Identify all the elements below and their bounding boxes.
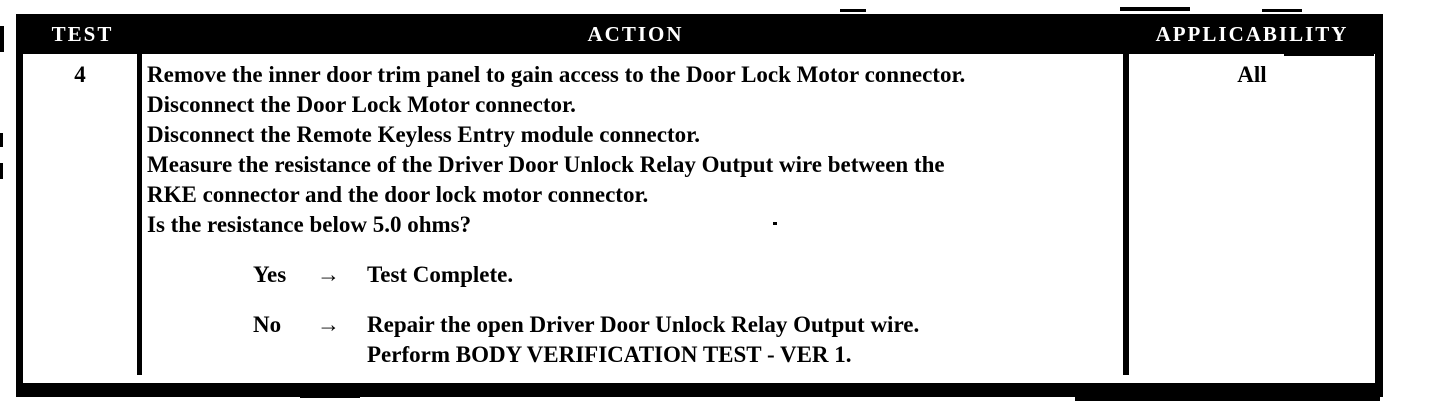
cell-action: Remove the inner door trim panel to gain… (142, 54, 1129, 375)
scan-artifact (773, 222, 777, 225)
scan-artifact (1120, 7, 1190, 11)
scan-artifact (1075, 396, 1380, 401)
scan-artifact (0, 163, 3, 179)
header-cell-action: ACTION (587, 21, 684, 46)
action-line: Remove the inner door trim panel to gain… (147, 62, 966, 87)
right-arrow-icon: → (317, 262, 340, 287)
yes-branch: Yes → Test Complete. (253, 260, 1123, 290)
right-arrow-icon: → (317, 312, 340, 337)
action-line: Disconnect the Door Lock Motor connector… (147, 92, 576, 117)
diagnostic-test-table: TEST ACTION APPLICABILITY 4 Remove the i… (16, 14, 1383, 397)
table-header-row: TEST ACTION APPLICABILITY (23, 14, 1375, 54)
no-result-line: Repair the open Driver Door Unlock Relay… (367, 312, 920, 337)
cell-applicability: All (1237, 62, 1267, 87)
scan-artifact (1284, 53, 1374, 56)
yes-result: Test Complete. (367, 260, 513, 290)
header-cell-applicability: APPLICABILITY (1155, 21, 1349, 46)
no-result-line: Perform BODY VERIFICATION TEST - VER 1. (367, 342, 852, 367)
action-line: RKE connector and the door lock motor co… (147, 182, 649, 207)
scan-artifact (0, 26, 4, 52)
action-line: Is the resistance below 5.0 ohms? (147, 212, 472, 237)
yes-result-line: Test Complete. (367, 262, 514, 287)
action-line: Measure the resistance of the Driver Doo… (147, 152, 945, 177)
no-label: No (253, 312, 282, 337)
yes-label: Yes (253, 262, 287, 287)
header-cell-test: TEST (51, 21, 114, 46)
action-line: Disconnect the Remote Keyless Entry modu… (147, 122, 700, 147)
scan-artifact (300, 396, 360, 398)
no-branch: No → Repair the open Driver Door Unlock … (253, 310, 1123, 370)
cell-test-number: 4 (23, 54, 142, 375)
no-result: Repair the open Driver Door Unlock Relay… (367, 310, 919, 370)
scan-artifact (1262, 9, 1302, 12)
table-body-row: 4 Remove the inner door trim panel to ga… (23, 54, 1375, 375)
scan-artifact (840, 9, 866, 12)
scan-artifact (0, 133, 3, 147)
